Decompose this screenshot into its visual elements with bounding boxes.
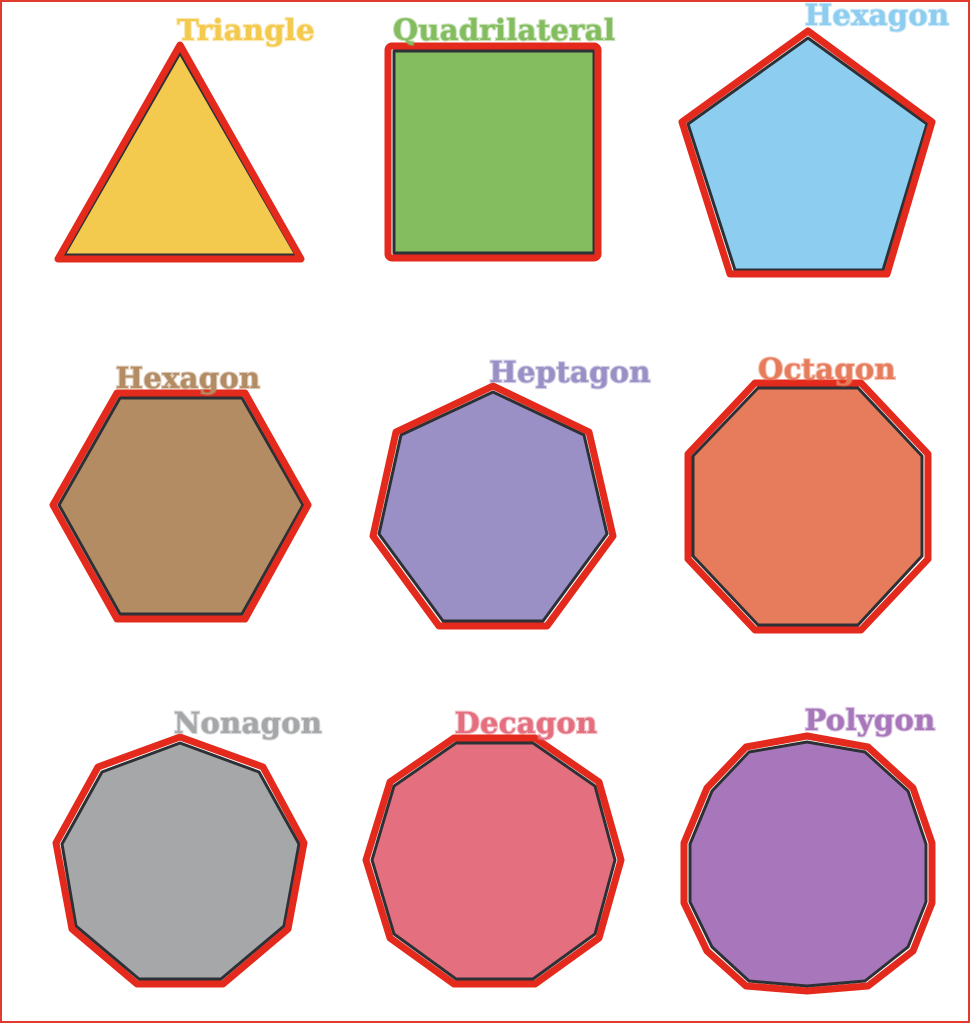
decagon-figure: Decagon: [362, 705, 625, 988]
octagon-figure: Octagon: [684, 351, 932, 634]
decagon-shape: [370, 741, 617, 981]
hexagon-shape: [57, 396, 305, 616]
pentagon-outline: [678, 27, 936, 278]
triangle-figure: Triangle: [54, 12, 316, 263]
decagon-label: Decagon: [455, 706, 598, 740]
hexagon-figure: Hexagon: [49, 360, 312, 623]
triangle-shape: [62, 51, 298, 257]
heptagon-label: Heptagon: [489, 355, 650, 389]
nonagon-label: Nonagon: [174, 706, 323, 740]
heptagon-shape: [377, 390, 609, 623]
nonagon-shape: [60, 741, 301, 981]
octagon-label: Octagon: [758, 352, 896, 386]
heptagon-figure: Heptagon: [369, 354, 652, 630]
hexagon-label: Hexagon: [116, 361, 261, 395]
triangle-outline: [54, 41, 305, 263]
decagon-outline: [362, 734, 625, 988]
hexagon-outline: [49, 389, 312, 623]
top-right-label: Hexagon: [805, 2, 950, 32]
nonagon-figure: Nonagon: [52, 705, 323, 988]
polygon-outline: [680, 732, 936, 995]
polygon-shape: [688, 740, 928, 988]
quadrilateral-shape: [392, 49, 596, 255]
nonagon-outline: [52, 733, 308, 988]
quadrilateral-outline: [384, 42, 602, 262]
quadrilateral-figure: Quadrilateral: [384, 12, 616, 262]
triangle-label: Triangle: [177, 13, 315, 47]
polygon-figure: Polygon: [680, 702, 936, 995]
heptagon-outline: [369, 382, 617, 630]
octagon-outline: [684, 379, 932, 634]
quadrilateral-label: Quadrilateral: [393, 13, 615, 47]
polygon-label: Polygon: [804, 703, 935, 737]
octagon-shape: [691, 386, 924, 627]
pentagon-shape: [686, 36, 929, 272]
pentagon-figure: Hexagon: [678, 2, 950, 278]
